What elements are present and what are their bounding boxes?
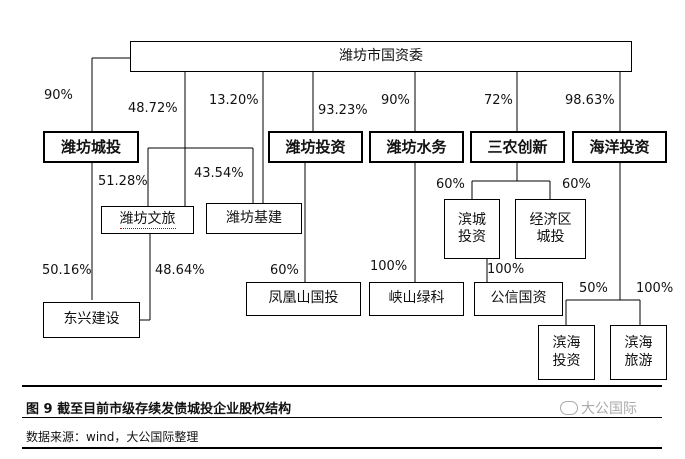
pct-root-sannong: 72% xyxy=(484,93,513,108)
watermark-text: 大公国际 xyxy=(581,401,637,417)
node-gongxin: 公信国资 xyxy=(474,282,563,316)
pct-ct-jijian: 43.54% xyxy=(194,166,244,181)
node-haiyang: 海洋投资 xyxy=(572,131,667,163)
caption-mid-rule xyxy=(22,417,662,418)
pct-root-touzi: 93.23% xyxy=(318,103,368,118)
node-weifang-chengtou: 潍坊城投 xyxy=(43,131,139,163)
figure-source: 数据来源：wind，大公国际整理 xyxy=(26,430,199,444)
pct-haiyang-binhai-touzi: 50% xyxy=(579,281,608,296)
node-xiashan: 峡山绿科 xyxy=(369,282,464,316)
node-bincheng: 滨城 投资 xyxy=(444,199,500,259)
pct-root-haiyang: 98.63% xyxy=(565,93,615,108)
pct-sannong-bincheng: 60% xyxy=(436,177,465,192)
figure-title: 图 9 截至目前市级存续发债城投企业股权结构 xyxy=(26,402,292,417)
node-sannong: 三农创新 xyxy=(470,131,565,163)
node-weifang-touzi: 潍坊投资 xyxy=(268,131,363,163)
watermark-logo-icon xyxy=(560,401,578,415)
node-jingjiqu: 经济区 城投 xyxy=(515,199,586,259)
node-weifang-shuiwu: 潍坊水务 xyxy=(369,131,464,163)
pct-ct-wenlv: 51.28% xyxy=(98,174,148,189)
pct-wl-dongxing: 48.64% xyxy=(155,263,205,278)
node-fenghuangshan: 凤凰山国投 xyxy=(246,282,361,316)
pct-touzi-fhs: 60% xyxy=(270,263,299,278)
node-binhai-touzi: 滨海 投资 xyxy=(538,325,595,380)
node-root: 潍坊市国资委 xyxy=(130,41,632,72)
node-weifang-wenlv: 潍坊文旅 xyxy=(101,206,194,234)
pct-haiyang-binhai-lvyou: 100% xyxy=(636,281,674,296)
caption-bottom-rule xyxy=(22,447,662,449)
node-dongxing: 东兴建设 xyxy=(43,302,140,338)
pct-shuiwu-xiashan: 100% xyxy=(370,259,408,274)
node-weifang-wenlv-label: 潍坊文旅 xyxy=(119,211,176,230)
node-weifang-jijian: 潍坊基建 xyxy=(206,203,302,234)
caption-top-rule xyxy=(22,385,662,387)
pct-sannong-jingjiqu: 60% xyxy=(562,177,591,192)
pct-ct-dongxing: 50.16% xyxy=(42,263,92,278)
pct-bincheng-gongxin: 100% xyxy=(487,262,525,277)
pct-root-jijian: 13.20% xyxy=(209,93,259,108)
watermark: 大公国际 xyxy=(560,398,637,418)
pct-root-wenlv: 48.72% xyxy=(128,101,178,116)
node-binhai-lvyou: 滨海 旅游 xyxy=(610,325,667,380)
pct-root-chengtou: 90% xyxy=(44,88,73,103)
pct-root-shuiwu: 90% xyxy=(381,93,410,108)
